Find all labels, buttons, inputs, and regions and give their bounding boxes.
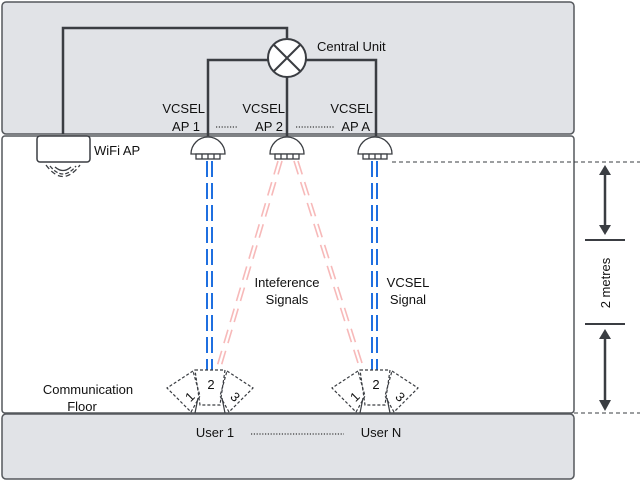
receiver-usern-icon[interactable]: [331, 369, 419, 414]
central-unit-icon[interactable]: [267, 38, 307, 78]
wifi-ap-label: WiFi AP: [94, 143, 140, 158]
floor-label-line1: Communication: [43, 382, 133, 397]
usern-label: User N: [361, 425, 401, 440]
ap1-label-line2: AP 1: [172, 119, 200, 134]
apa-label-line2: AP A: [341, 119, 370, 134]
wire-ap1: [206, 58, 270, 136]
central-unit-label: Central Unit: [317, 39, 386, 54]
vcsel-signal-label-line1: VCSEL: [387, 275, 430, 290]
ap2-label-line1: VCSEL: [242, 101, 285, 116]
ap2-label-line2: AP 2: [255, 119, 283, 134]
vcsel-apa-icon[interactable]: [357, 136, 393, 160]
ap1-label-line1: VCSEL: [162, 101, 205, 116]
usern-segment-2: 2: [372, 377, 379, 392]
interference-label-line1: Inteference: [254, 275, 319, 290]
wifi-ap-icon[interactable]: [36, 135, 91, 178]
apa-label-line1: VCSEL: [330, 101, 373, 116]
floor-label-line2: Floor: [67, 399, 97, 414]
vcsel-ap2-icon[interactable]: [269, 136, 305, 160]
distance-dimension: [392, 161, 640, 414]
vcsel-signal-label-line2: Signal: [390, 292, 426, 307]
wire-apa: [304, 58, 378, 136]
vcsel-signals: [206, 161, 378, 370]
distance-label: 2 metres: [598, 257, 613, 308]
user1-label: User 1: [196, 425, 234, 440]
interference-label-line2: Signals: [266, 292, 309, 307]
floor-region: [1, 413, 575, 480]
vcsel-ap1-icon[interactable]: [190, 136, 226, 160]
interference-signals: [215, 160, 363, 371]
wire-wifi: [61, 26, 289, 134]
receiver-user1-icon[interactable]: [166, 369, 254, 414]
user1-segment-2: 2: [207, 377, 214, 392]
wiring: [61, 26, 378, 136]
